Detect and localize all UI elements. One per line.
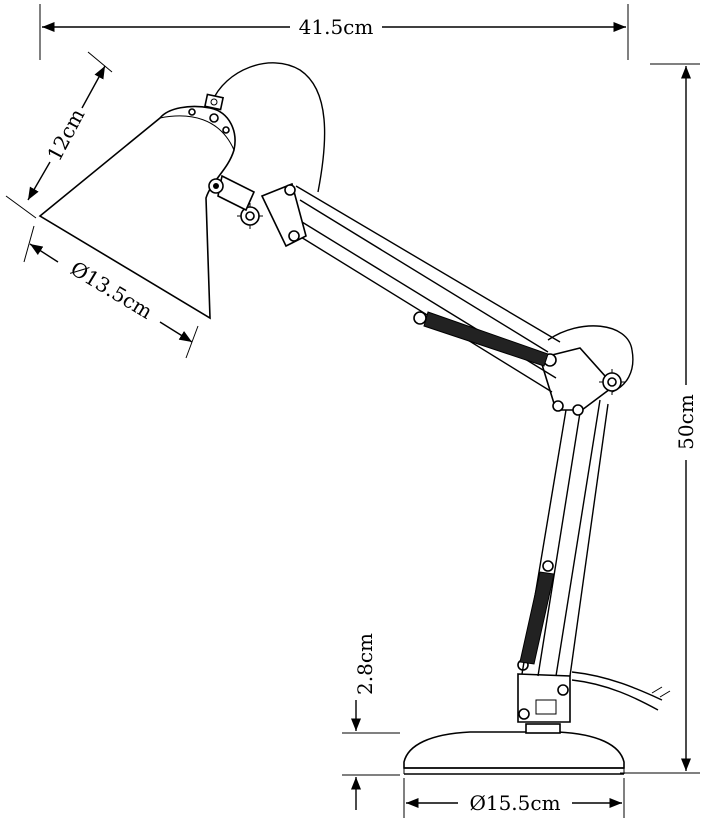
height-label: 50cm (674, 394, 698, 450)
base-diameter-label: Ø15.5cm (469, 791, 560, 815)
power-cable (571, 671, 663, 701)
base-bracket (517, 659, 571, 723)
elbow-cord (547, 325, 634, 393)
upper-cord (211, 62, 326, 193)
upper-spring (413, 311, 549, 367)
width-dimension: 41.5cm (39, 4, 629, 60)
lamp-base (403, 723, 625, 775)
width-label: 41.5cm (299, 15, 374, 39)
base-diameter-dimension: Ø15.5cm (403, 778, 625, 818)
height-dimension: 50cm (620, 63, 700, 774)
lamp-shade (38, 93, 236, 320)
head-joint (217, 174, 307, 248)
lamp-illustration (38, 62, 671, 775)
shade-height-label: 12cm (42, 105, 89, 165)
lower-arm (519, 397, 609, 677)
base-height-dimension: 2.8cm (342, 633, 400, 810)
base-height-label: 2.8cm (353, 633, 377, 695)
upper-arm (295, 185, 561, 393)
lower-spring (519, 560, 555, 665)
elbow-joint (538, 347, 625, 416)
